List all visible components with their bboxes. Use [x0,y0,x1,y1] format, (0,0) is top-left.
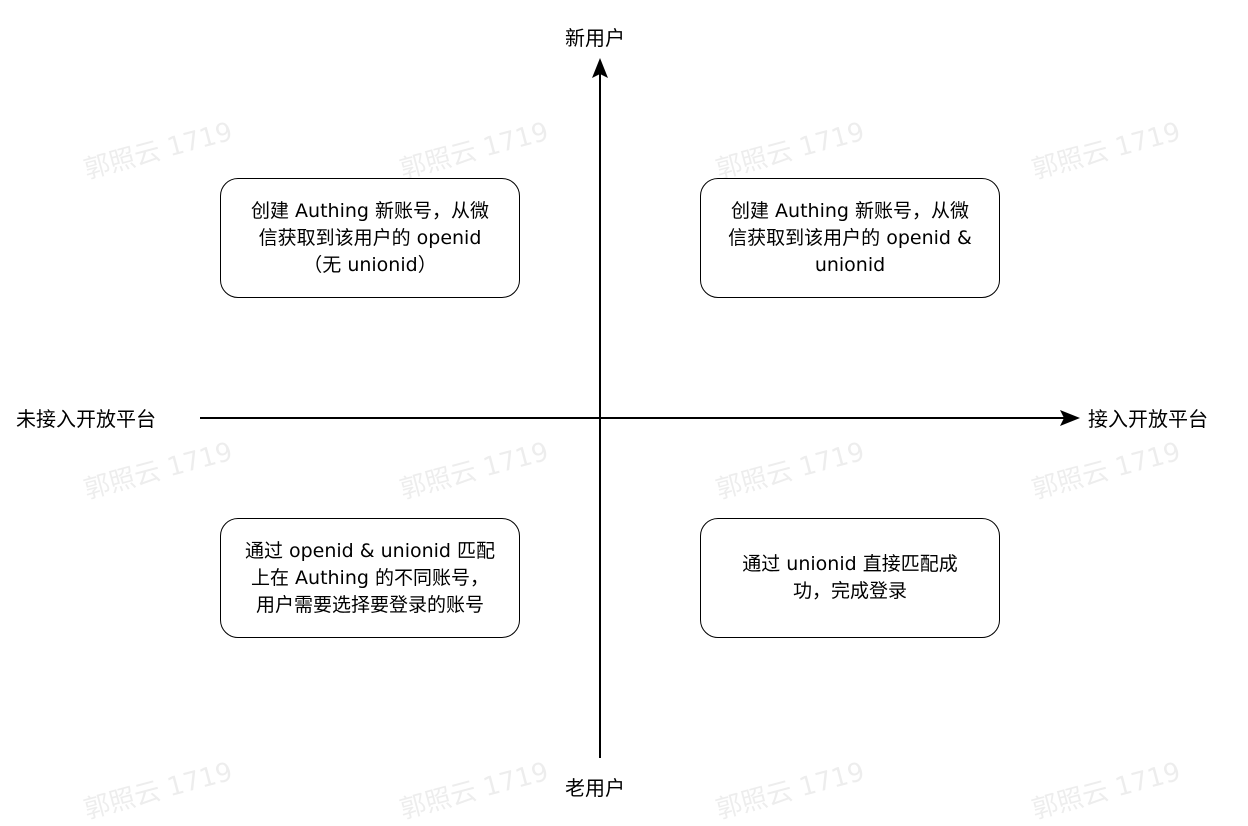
axis-label-right: 接入开放平台 [1088,407,1208,431]
horizontal-axis-arrowhead [1060,410,1080,426]
axis-label-top: 新用户 [565,26,625,50]
quadrant-box-bottom-left: 通过 openid & unionid 匹配 上在 Authing 的不同账号，… [220,518,520,638]
quadrant-box-top-left: 创建 Authing 新账号，从微 信获取到该用户的 openid （无 uni… [220,178,520,298]
axis-label-left: 未接入开放平台 [16,407,156,431]
quadrant-text-bottom-left: 通过 openid & unionid 匹配 上在 Authing 的不同账号，… [244,539,496,616]
quadrant-text-top-left: 创建 Authing 新账号，从微 信获取到该用户的 openid （无 uni… [251,199,489,276]
quadrant-text-top-right: 创建 Authing 新账号，从微 信获取到该用户的 openid & unio… [728,199,972,276]
vertical-axis-arrowhead [592,58,608,78]
quadrant-box-bottom-right: 通过 unionid 直接匹配成 功，完成登录 [700,518,1000,638]
quadrant-text-bottom-right: 通过 unionid 直接匹配成 功，完成登录 [742,553,958,602]
quadrant-box-top-right: 创建 Authing 新账号，从微 信获取到该用户的 openid & unio… [700,178,1000,298]
axis-label-bottom: 老用户 [565,776,625,800]
